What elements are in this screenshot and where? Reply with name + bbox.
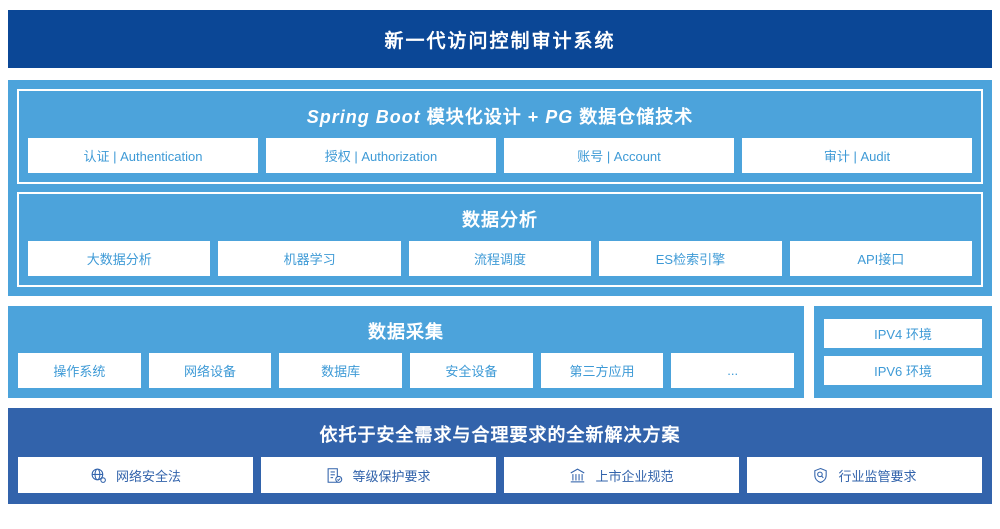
- chip-account[interactable]: 账号 | Account: [504, 138, 734, 173]
- chip-security-device[interactable]: 安全设备: [410, 353, 533, 388]
- chip-third-party-app[interactable]: 第三方应用: [540, 353, 664, 388]
- compliance-panel: 依托于安全需求与合理要求的全新解决方案 网络安全法: [8, 408, 992, 504]
- header-banner: 新一代访问控制审计系统: [8, 10, 992, 68]
- chip-label: 上市企业规范: [595, 468, 674, 484]
- chip-ipv6-environment[interactable]: IPV6 环境: [824, 356, 982, 385]
- chip-label: 行业监管要求: [838, 468, 917, 484]
- chip-industry-regulation[interactable]: 行业监管要求: [747, 457, 982, 493]
- chip-big-data-analysis[interactable]: 大数据分析: [28, 241, 211, 276]
- module-title-part-modular: 模块化设计 +: [420, 107, 546, 127]
- architecture-panel: Spring Boot 模块化设计 + PG 数据仓储技术 认证 | Authe…: [8, 80, 992, 296]
- chip-ipv4-environment[interactable]: IPV4 环境: [824, 319, 982, 348]
- chip-network-device[interactable]: 网络设备: [148, 353, 272, 388]
- environment-panel: IPV4 环境 IPV6 环境: [814, 306, 992, 398]
- module-title-springboot: Spring Boot 模块化设计 + PG 数据仓储技术: [28, 99, 972, 138]
- chip-label: 网络安全法: [115, 468, 181, 484]
- data-collection-title: 数据采集: [368, 322, 444, 342]
- chip-database[interactable]: 数据库: [279, 353, 403, 388]
- chip-process-scheduling[interactable]: 流程调度: [408, 241, 592, 276]
- module-title-part-warehouse: 数据仓储技术: [573, 107, 694, 127]
- module-title-part-spring-boot: Spring Boot: [306, 107, 421, 127]
- module-card-data-analysis: 数据分析 大数据分析 机器学习 流程调度 ES检索引擎 API接口: [17, 192, 983, 287]
- chip-operating-system[interactable]: 操作系统: [18, 353, 141, 388]
- compliance-title: 依托于安全需求与合理要求的全新解决方案: [319, 425, 681, 445]
- chip-label: 等级保护要求: [352, 468, 431, 484]
- chip-es-search-engine[interactable]: ES检索引擎: [599, 241, 782, 276]
- page-title: 新一代访问控制审计系统: [384, 30, 616, 52]
- bank-icon: [569, 467, 586, 484]
- chip-machine-learning[interactable]: 机器学习: [218, 241, 401, 276]
- shield-search-icon: [812, 467, 829, 484]
- module-title-part-pg: PG: [545, 107, 574, 127]
- chip-cybersecurity-law[interactable]: 网络安全法: [18, 457, 253, 493]
- chip-audit[interactable]: 审计 | Audit: [742, 138, 972, 173]
- collection-row: 数据采集 操作系统 网络设备 数据库 安全设备 第三方应用 ... IPV4 环…: [8, 306, 992, 398]
- chip-api-interface[interactable]: API接口: [789, 241, 973, 276]
- chip-row-compliance: 网络安全法 等级保护要求: [18, 457, 982, 493]
- chip-classified-protection[interactable]: 等级保护要求: [261, 457, 496, 493]
- module-title-data-analysis: 数据分析: [462, 210, 538, 230]
- chip-listed-company-standard[interactable]: 上市企业规范: [504, 457, 739, 493]
- chip-row-springboot: 认证 | Authentication 授权 | Authorization 账…: [28, 138, 972, 173]
- chip-row-data-analysis: 大数据分析 机器学习 流程调度 ES检索引擎 API接口: [28, 241, 973, 276]
- chip-more[interactable]: ...: [671, 353, 795, 388]
- globe-icon: [90, 467, 107, 484]
- document-check-icon: [326, 467, 343, 484]
- chip-authentication[interactable]: 认证 | Authentication: [28, 138, 258, 173]
- chip-row-data-collection: 操作系统 网络设备 数据库 安全设备 第三方应用 ...: [18, 353, 795, 388]
- data-collection-panel: 数据采集 操作系统 网络设备 数据库 安全设备 第三方应用 ...: [8, 306, 804, 398]
- chip-authorization[interactable]: 授权 | Authorization: [266, 138, 496, 173]
- module-card-springboot: Spring Boot 模块化设计 + PG 数据仓储技术 认证 | Authe…: [17, 89, 983, 184]
